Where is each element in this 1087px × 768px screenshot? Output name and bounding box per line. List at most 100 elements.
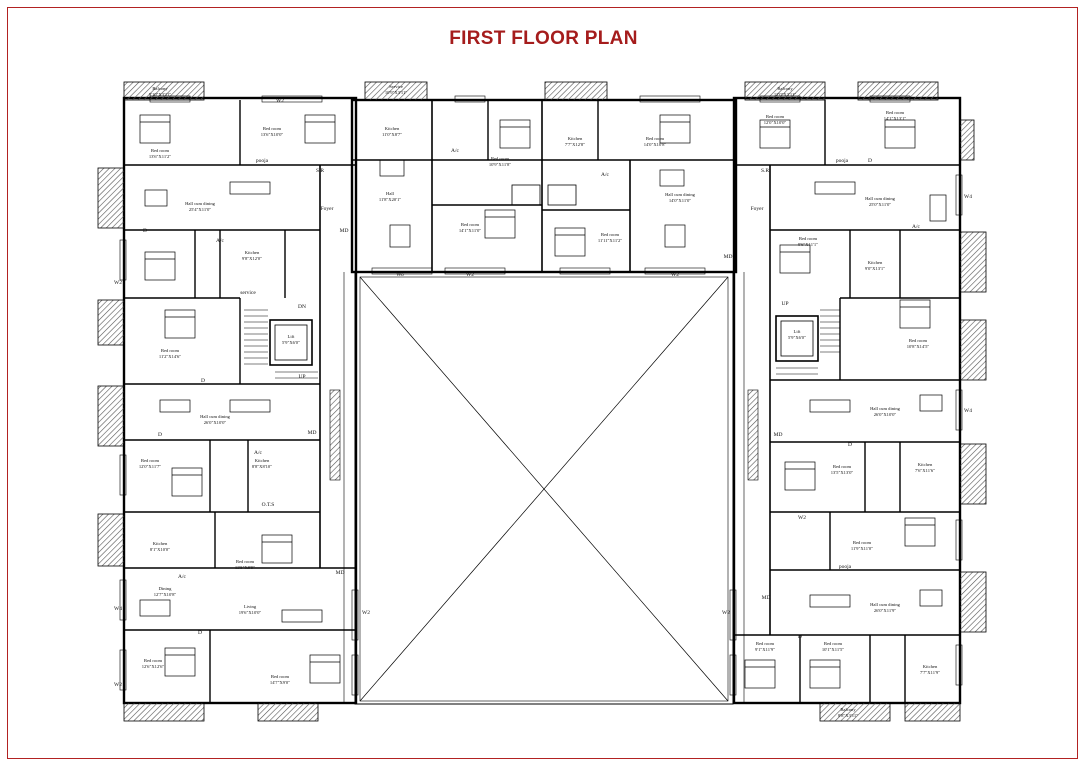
up-label: UP <box>298 374 305 380</box>
room-name: Kitchen <box>255 458 270 463</box>
room-dims: 12'7"X10'8" <box>154 592 177 597</box>
room-name: Lift <box>794 329 802 334</box>
door-d-label: D <box>868 158 872 164</box>
room-name: Bed room <box>909 338 928 343</box>
room-dims: 9'10"X3'11" <box>149 92 171 97</box>
room-dims: 13'6"X10'0" <box>261 132 284 137</box>
room-name: Hall cum dining <box>185 201 216 206</box>
balconies <box>97 81 987 722</box>
room-name: Kitchen <box>153 541 168 546</box>
plan-title: FIRST FLOOR PLAN <box>449 28 638 49</box>
pooja-label: pooja <box>836 158 849 164</box>
window-label: W2 <box>114 682 122 688</box>
room-name: Kitchen <box>918 462 933 467</box>
room-dims: 25'4"X11'0" <box>189 207 211 212</box>
room-name: Bed room <box>161 348 180 353</box>
room-name: Bed room <box>263 126 282 131</box>
window-label: W2 <box>362 610 370 616</box>
room-name: Bed room <box>144 658 163 663</box>
room-dims: 10'9"X11'8" <box>489 162 511 167</box>
window-label: W4 <box>964 408 972 414</box>
room-name: Living <box>244 604 257 609</box>
top-block-walls <box>350 98 738 274</box>
room-dims: 11'8"X20'1" <box>379 197 401 202</box>
room-dims: 13'5"X13'0" <box>831 470 854 475</box>
room-dims: 13'6"X11'2" <box>149 154 171 159</box>
room-name: Bed room <box>646 136 665 141</box>
room-name: Bed room <box>886 110 905 115</box>
window-label: W2 <box>276 98 284 104</box>
room-dims: 9'0"X13'1" <box>865 266 885 271</box>
room-dims: 12'0"X11'7" <box>139 464 161 469</box>
room-dims: 11'2"X14'6" <box>159 354 181 359</box>
room-name: Bed room <box>601 232 620 237</box>
room-dims: 5'9"X6'0" <box>282 340 300 345</box>
room-name: Bed room <box>236 559 255 564</box>
room-dims: 10'1"X11'5" <box>822 647 844 652</box>
right-wing-walls <box>732 96 962 705</box>
room-name: Bed room <box>151 148 170 153</box>
room-dims: 14'7"X9'0" <box>270 680 290 685</box>
foyer-label: Foyer <box>321 206 334 212</box>
room-dims: 7'6"X11'6" <box>915 468 935 473</box>
room-name: Bed room <box>141 458 160 463</box>
dn-label: DN <box>298 304 306 310</box>
door-d-label: D <box>198 630 202 636</box>
room-name: Kitchen <box>385 126 400 131</box>
room-dims: 14'0"X10'8" <box>644 142 667 147</box>
room-dims: 10'9"X3'11" <box>385 90 407 95</box>
room-dims: 26'0"X10'0" <box>204 420 227 425</box>
room-name: Balcony <box>840 707 856 712</box>
door-label: MD <box>774 432 783 438</box>
room-dims: 8'1"X10'0" <box>150 547 170 552</box>
right-stair <box>776 309 840 375</box>
window-label: W4 <box>114 606 122 612</box>
room-name: Lift <box>288 334 296 339</box>
room-name: Hall cum dining <box>665 192 696 197</box>
room-name: Hall cum dining <box>200 414 231 419</box>
door-label: MD <box>340 228 349 234</box>
room-name: Kitchen <box>923 664 938 669</box>
room-name: Kitchen <box>245 250 260 255</box>
room-dims: 14'0"X11'0" <box>669 198 691 203</box>
window-label: W2 <box>466 272 474 278</box>
room-dims: 12'6"X12'6" <box>142 664 165 669</box>
storeroom-label: S.R <box>316 168 324 174</box>
room-name: Hall cum dining <box>865 196 896 201</box>
room-dims: 5'9"X6'0" <box>788 335 806 340</box>
central-court <box>329 271 759 705</box>
storeroom-label: S.R <box>761 168 769 174</box>
pooja-label: pooja <box>256 158 269 164</box>
window-label: W2 <box>114 280 122 286</box>
service-label: service <box>240 290 256 296</box>
room-name: Balcony <box>777 86 793 91</box>
door-label: MD <box>762 595 771 601</box>
annotations: pooja pooja pooja service DN UP UP O.T.S… <box>114 98 972 688</box>
room-name: Dining <box>159 586 172 591</box>
room-dims: 12'0"X3'11" <box>774 92 796 97</box>
room-dims: 26'0"X11'9" <box>874 608 896 613</box>
room-name: Bed room <box>799 236 818 241</box>
window-label: W2 <box>671 272 679 278</box>
room-name: Kitchen <box>568 136 583 141</box>
ac-label: A/c <box>451 148 460 154</box>
room-dims: 25'0"X11'0" <box>869 202 891 207</box>
room-dims: 26'0"X10'0" <box>874 412 897 417</box>
room-name: Service <box>389 84 403 89</box>
up-label: UP <box>781 301 788 307</box>
room-labels: Balcony 9'10"X3'11" Bed room 13'6"X11'2"… <box>139 84 940 718</box>
room-dims: 11'11"X11'2" <box>598 238 622 243</box>
room-name: Hall <box>386 191 395 196</box>
drawing-frame <box>7 7 1078 759</box>
door-d-label: D <box>798 634 802 640</box>
windows <box>119 95 963 696</box>
room-name: Bed room <box>461 222 480 227</box>
room-name: Hall cum dining <box>870 406 901 411</box>
ots-label: O.T.S <box>262 502 275 508</box>
pooja-label: pooja <box>839 564 852 570</box>
room-name: Balcony <box>152 86 168 91</box>
room-dims: 11'9"X11'0" <box>851 546 873 551</box>
room-dims: 19'6"X10'0" <box>239 610 262 615</box>
room-dims: 9'8"X12'0" <box>242 256 262 261</box>
door-label: MD <box>724 254 733 260</box>
